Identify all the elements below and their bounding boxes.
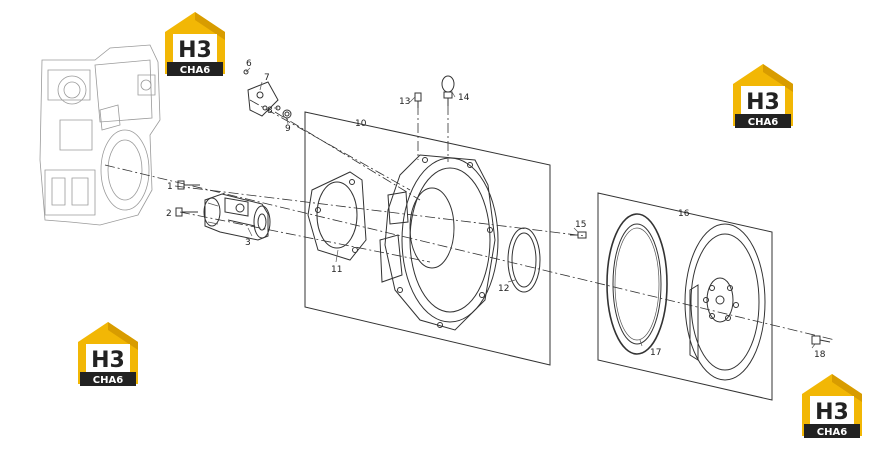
logo-caption-text: CHA6 [93, 375, 123, 386]
callout-2: 2 [166, 209, 172, 219]
logo-mark-text: H3 [178, 38, 212, 63]
callout-14: 14 [458, 93, 470, 103]
callout-1: 1 [167, 182, 173, 192]
brand-logo-bottom-right: H3 CHA6 [802, 374, 862, 438]
assembly-axis-lines [104, 99, 836, 341]
logo-mark-text: H3 [815, 400, 849, 425]
callout-13: 13 [399, 97, 410, 107]
leader-lines [245, 67, 816, 349]
lifting-eye-14 [441, 75, 455, 106]
callout-18: 18 [814, 350, 826, 360]
bolt-2 [175, 207, 198, 217]
logo-mark-text: H3 [91, 348, 125, 373]
flywheel-housing [379, 154, 499, 331]
starter-motor [203, 193, 271, 241]
bolt-6 [243, 69, 249, 75]
seal-ring [507, 227, 541, 293]
bolt-13 [414, 92, 422, 108]
callout-6: 6 [246, 59, 252, 69]
flywheel [684, 223, 766, 381]
brand-logo-top-left: H3 CHA6 [165, 12, 225, 76]
flywheel-group-frame [597, 192, 773, 401]
callout-15: 15 [575, 220, 586, 230]
ring-gear [606, 213, 668, 355]
callout-10: 10 [355, 119, 367, 129]
cover-plate [247, 81, 279, 117]
bolt-1 [177, 180, 200, 190]
engine-block [39, 44, 161, 226]
bolt-18 [811, 335, 831, 345]
callout-labels: 1 2 3 6 7 8 9 10 11 12 13 14 15 16 17 18 [166, 59, 826, 360]
callout-8: 8 [267, 106, 273, 116]
logo-caption-text: CHA6 [817, 427, 847, 438]
logo-mark-text: H3 [746, 90, 780, 115]
callout-11: 11 [331, 265, 342, 275]
brand-logo-top-right: H3 CHA6 [733, 64, 793, 128]
callout-12: 12 [498, 284, 509, 294]
callout-17: 17 [650, 348, 661, 358]
callout-3: 3 [245, 238, 251, 248]
washer-9 [282, 109, 292, 119]
callout-16: 16 [678, 209, 690, 219]
housing-group-frame [304, 111, 551, 366]
brand-logo-bottom-left: H3 CHA6 [78, 322, 138, 386]
callout-7: 7 [264, 73, 270, 83]
bolt-15 [570, 231, 587, 239]
callout-9: 9 [285, 124, 291, 134]
logo-caption-text: CHA6 [748, 117, 778, 128]
logo-caption-text: CHA6 [180, 65, 210, 76]
gasket [307, 171, 367, 261]
